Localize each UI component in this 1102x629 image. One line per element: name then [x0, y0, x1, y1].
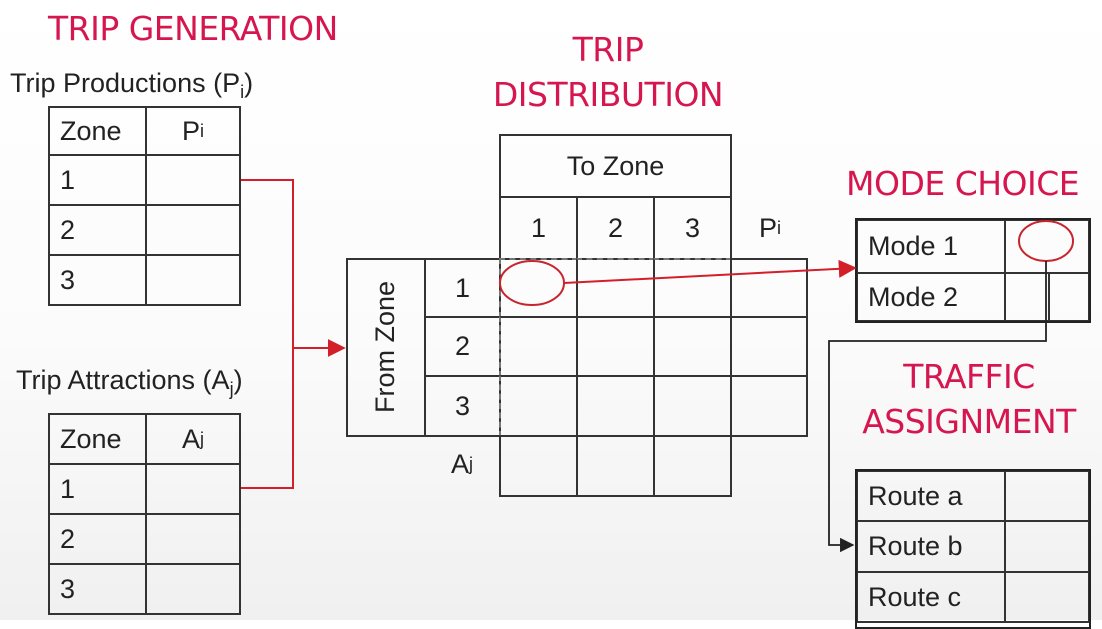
- trip-productions-title-sub: i: [240, 82, 245, 102]
- attractions-connector: [241, 348, 294, 489]
- productions-header-zone: Zone: [48, 106, 147, 156]
- trip-productions-title-text: Trip Productions (P: [10, 68, 241, 98]
- trip-attractions-title-sub: j: [229, 379, 234, 399]
- trip-productions-title-end: ): [244, 68, 254, 98]
- traffic-assignment-heading-line2: ASSIGNMENT: [862, 402, 1076, 441]
- productions-row-3-value: [145, 254, 241, 306]
- attractions-header-aj-text: A: [181, 423, 200, 454]
- aj-row-header-sub: j: [469, 453, 473, 474]
- trip-attractions-title: Trip Attractions (Aj): [16, 364, 243, 405]
- pi-cell-3: [730, 375, 808, 437]
- productions-header-pi-sub: i: [200, 121, 204, 141]
- attractions-row-3-value: [145, 563, 241, 615]
- trip-generation-heading: TRIP GENERATION: [48, 9, 338, 48]
- mode-choice-heading: MODE CHOICE: [846, 164, 1080, 203]
- mode-1-highlight-circle: [1018, 220, 1074, 262]
- trip-distribution-heading-line2: DISTRIBUTION: [492, 75, 724, 114]
- productions-connector: [241, 179, 294, 348]
- trip-distribution-heading-line1: TRIP: [572, 30, 644, 69]
- trip-attractions-title-end: ): [233, 365, 243, 395]
- to-route-b-connector: [828, 261, 1047, 553]
- attractions-header-aj-sub: j: [200, 429, 204, 449]
- aj-row-header-text: A: [450, 448, 469, 479]
- traffic-assignment-heading-line1: TRAFFIC: [903, 357, 1035, 396]
- od-cell-highlight-circle: [499, 260, 565, 306]
- to-zone-header: To Zone: [499, 134, 732, 198]
- trip-attractions-title-text: Trip Attractions (A: [16, 365, 230, 395]
- trip-productions-title: Trip Productions (Pi): [10, 67, 253, 108]
- aj-cell-3: [653, 435, 732, 497]
- mode-2-label: Mode 2: [856, 272, 1006, 322]
- pi-column-header-sub: i: [777, 217, 781, 238]
- pi-column-header-text: P: [758, 212, 777, 243]
- productions-header-pi-text: P: [181, 115, 200, 146]
- to-mode-choice-arrow: [563, 259, 857, 284]
